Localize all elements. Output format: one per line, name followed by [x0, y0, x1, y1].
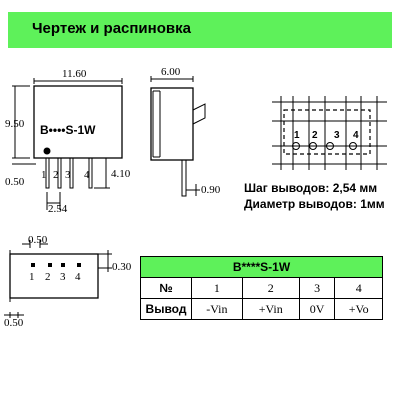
pin-diameter-spec: Диаметр выводов: 1мм	[244, 197, 385, 211]
footprint-outline	[283, 109, 371, 155]
footprint-pin-number: 2	[312, 130, 318, 141]
pin-number-cell: 4	[334, 277, 383, 299]
bottom-left-dim: 0.50	[4, 317, 24, 329]
pin-output-label: Вывод	[140, 298, 192, 320]
pin-output-cell: 0V	[298, 298, 336, 320]
pinout-number-row: № 1 2 3 4	[140, 277, 383, 299]
module-body-bottom	[9, 253, 99, 299]
front-pin	[57, 157, 62, 189]
side-view	[150, 76, 206, 197]
pinout-table-title: B****S-1W	[140, 256, 383, 278]
front-pin	[69, 157, 74, 189]
pin-pitch-spec: Шаг выводов: 2,54 мм	[244, 181, 378, 195]
page-title: Чертеж и распиновка	[32, 20, 191, 37]
front-bottom-dim: 0.50	[5, 176, 25, 188]
front-pin	[88, 157, 93, 189]
front-pin-number: 4	[84, 169, 90, 181]
footprint-pad	[309, 142, 317, 150]
front-pin-number: 2	[53, 169, 59, 181]
front-pitch-dim: 2.54	[48, 203, 68, 215]
side-pin-dim: 0.90	[201, 184, 221, 196]
bottom-pin-number: 3	[60, 271, 66, 283]
front-view	[12, 78, 123, 210]
bottom-top-dim: 0.50	[28, 234, 48, 246]
bottom-view	[4, 240, 112, 318]
module-body-side	[150, 87, 194, 161]
footprint-pad	[326, 142, 334, 150]
module-body-front	[33, 85, 123, 159]
front-pin-length-dim: 4.10	[111, 168, 131, 180]
front-width-dim: 11.60	[62, 68, 87, 80]
pin-output-cell: +Vin	[241, 298, 300, 320]
pcb-footprint	[272, 96, 387, 170]
footprint-pad	[292, 142, 300, 150]
bottom-pin-pad	[31, 263, 35, 267]
bottom-pin-number: 1	[29, 271, 35, 283]
pin-output-cell: +Vo	[334, 298, 383, 320]
side-pin	[181, 159, 187, 197]
bottom-right-dim: 0.30	[112, 261, 132, 273]
pin-output-cell: -Vin	[191, 298, 243, 320]
pin-number-cell: 2	[241, 277, 300, 299]
pin-number-label: №	[140, 277, 192, 299]
bottom-pin-pad	[61, 263, 65, 267]
front-pin	[45, 157, 50, 189]
footprint-pad	[349, 142, 357, 150]
module-label: B••••S-1W	[40, 123, 96, 137]
front-pin-number: 1	[41, 169, 47, 181]
side-width-dim: 6.00	[161, 66, 181, 78]
pinout-table: B****S-1W № 1 2 3 4 Вывод -Vin +Vin 0V +…	[140, 256, 383, 320]
pin-number-cell: 1	[191, 277, 243, 299]
front-height-dim: 9.50	[5, 118, 25, 130]
title-banner: Чертеж и распиновка	[8, 12, 392, 48]
footprint-pin-number: 3	[334, 130, 340, 141]
pin1-marker	[43, 147, 51, 155]
footprint-pin-number: 1	[294, 130, 300, 141]
pinout-table-title-row: B****S-1W	[140, 256, 383, 278]
bottom-pin-pad	[77, 263, 81, 267]
bottom-pin-number: 2	[45, 271, 51, 283]
bottom-pin-number: 4	[75, 271, 81, 283]
pinout-output-row: Вывод -Vin +Vin 0V +Vo	[140, 298, 383, 320]
front-pin-number: 3	[65, 169, 71, 181]
footprint-pin-number: 4	[353, 130, 359, 141]
bottom-pin-pad	[48, 263, 52, 267]
pin-number-cell: 3	[298, 277, 336, 299]
